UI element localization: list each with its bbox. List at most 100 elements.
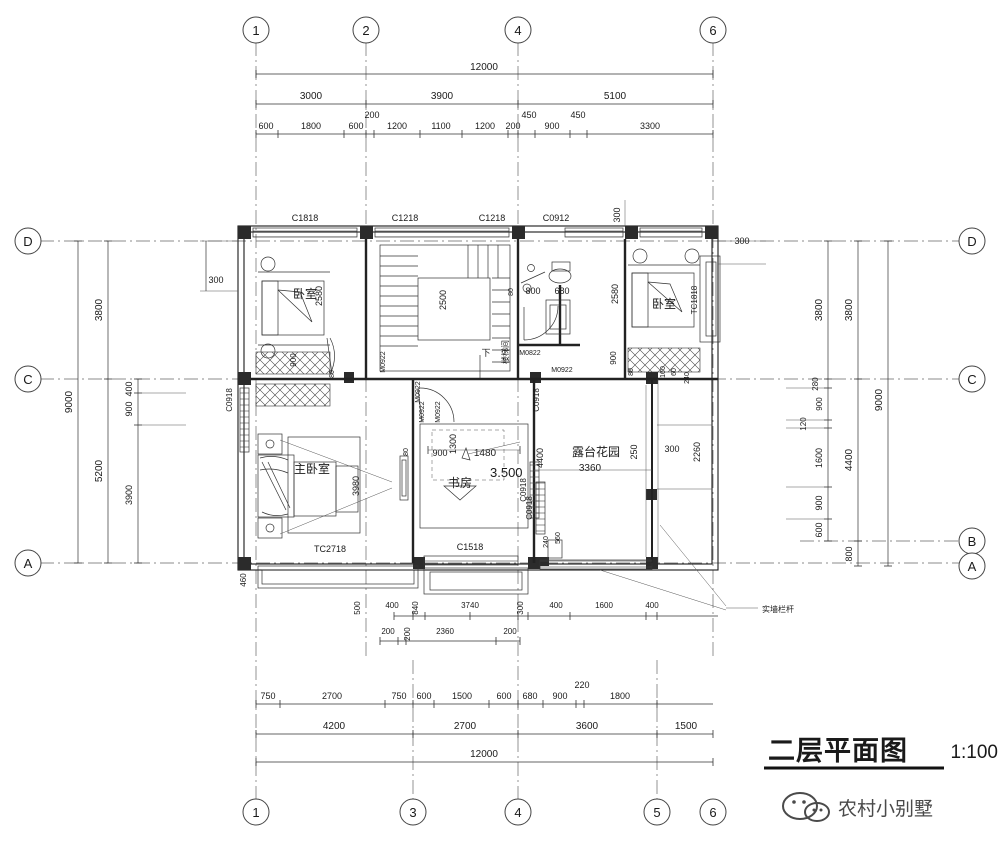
dim-bot-in2-2: 2360 xyxy=(436,627,454,636)
dim-4400-terrace: 4400 xyxy=(535,448,545,468)
room-label-terrace: 露台花园 xyxy=(572,444,620,459)
dim-top-minor-3: 200 xyxy=(364,110,379,120)
window-label-C0918-study: C0918 xyxy=(519,478,528,502)
bubble-top-4: 4 xyxy=(514,23,521,38)
dim-bot-minor-3: 600 xyxy=(416,691,431,701)
dim-top-minor-9: 900 xyxy=(544,121,559,131)
door-label-M0922-d: M0922 xyxy=(435,401,442,423)
dim-900-study: 900 xyxy=(432,448,447,458)
dim-right-minor-5: 900 xyxy=(814,495,824,510)
dim-right-major-2: 800 xyxy=(844,546,854,561)
dim-top-minor-11: 3300 xyxy=(640,121,660,131)
dim-bot-minor-4: 1500 xyxy=(452,691,472,701)
dim-bot-in2-0: 200 xyxy=(381,627,395,636)
dim-bot-in-7: 400 xyxy=(645,601,659,610)
dim-top-minor-7: 200 xyxy=(505,121,520,131)
dim-900-bedroom-tr: 900 xyxy=(609,351,618,365)
dim-250-terrace: 250 xyxy=(629,444,639,459)
room-dim-terrace: 3360 xyxy=(579,463,602,474)
dim-460: 460 xyxy=(239,573,248,587)
interior-small-dims: 300 300 300 xyxy=(200,200,766,292)
watermark-text: 农村小别墅 xyxy=(838,798,933,820)
drawing-title: 二层平面图 xyxy=(768,736,908,766)
corridor-label: 楼梯间 xyxy=(500,340,510,364)
dim-bot-in-2: 840 xyxy=(411,601,420,615)
dim-bot-in-3: 3740 xyxy=(461,601,479,610)
level-value: 3.500 xyxy=(490,465,523,480)
dim-800-bath: 800 xyxy=(525,286,540,296)
dim-bot-in2-3: 200 xyxy=(503,627,517,636)
room-label-bedroom-tr: 卧室 xyxy=(652,296,676,311)
room-label-bedroom-tl: 卧室 xyxy=(293,286,317,301)
room-bedroom-top-right: 卧室 2580 TC1818 900 80 xyxy=(609,248,721,376)
level-marker: 1300 3.500 M0922 M0922 M0922 xyxy=(419,355,573,501)
dim-bot-major-1: 2700 xyxy=(454,721,477,732)
dim-left-minor-1: 900 xyxy=(124,401,134,416)
dim-80-study: 80 xyxy=(403,448,410,456)
window-label-C0918-upper: C0918 xyxy=(532,388,541,412)
grid-bubbles-left: D C A xyxy=(14,227,42,577)
dim-1300: 1300 xyxy=(448,434,458,454)
stair: 2500 下 楼梯间 xyxy=(379,244,511,372)
windows-top: C1818 C1218 C1218 C0912 xyxy=(252,213,703,238)
bubble-right-D: D xyxy=(967,234,976,249)
dim-right-minor-0: 3800 xyxy=(814,298,825,321)
window-label-C1818: C1818 xyxy=(292,213,319,223)
dim-top-overall: 12000 xyxy=(470,62,498,73)
dim-left-minor-0: 400 xyxy=(124,381,134,396)
title-block: 二层平面图 1:100 xyxy=(764,736,998,770)
bubble-left-D: D xyxy=(23,234,32,249)
grid-bubbles-bottom: 1 3 4 5 6 xyxy=(242,798,727,826)
grid-bubbles-right: D C B A xyxy=(958,227,986,580)
dim-top-major-2: 5100 xyxy=(604,91,627,102)
room-master-bedroom: 主卧室 3980 TC2718 460 xyxy=(239,433,419,589)
dim-bot-in2-1: 200 xyxy=(403,627,412,641)
dim-900-bedroom-tl: 900 xyxy=(289,353,298,367)
window-label-TC2718: TC2718 xyxy=(314,544,346,554)
door-label-M0822: M0822 xyxy=(519,350,541,357)
room-dim-bedroom-tr: 2580 xyxy=(610,284,620,304)
bubble-left-A: A xyxy=(24,556,33,571)
bubble-bot-4: 4 xyxy=(514,805,521,820)
dim-right-minor-6: 600 xyxy=(814,522,824,537)
bubble-top-6: 6 xyxy=(709,23,716,38)
dim-bot-major-0: 4200 xyxy=(323,721,346,732)
bubble-right-B: B xyxy=(968,534,977,549)
grid-lines xyxy=(40,42,962,800)
drawing-scale: 1:100 xyxy=(950,742,998,763)
room-bathroom: 800 680 M0822 80 xyxy=(508,261,572,357)
dim-bot-minor-0: 750 xyxy=(260,691,275,701)
room-dim-bedroom-tl: 2580 xyxy=(314,286,324,306)
dim-right-overall: 9000 xyxy=(874,388,885,411)
right-dimension-chains: 9000 3800 4400 800 3800 280 900 120 1600… xyxy=(786,240,892,567)
dim-right-minor-3: 120 xyxy=(799,417,808,431)
dim-top-minor-6: 1200 xyxy=(475,121,495,131)
window-label-TC1818: TC1818 xyxy=(690,285,699,314)
window-label-C0912: C0912 xyxy=(543,213,570,223)
room-terrace-garden: 露台花园 3360 4400 C0918 C0918 250 300 2260 xyxy=(525,388,712,535)
dim-left-minor-2: 3900 xyxy=(124,485,134,505)
window-label-C1218-a: C1218 xyxy=(392,213,419,223)
dim-680-bath: 680 xyxy=(554,286,569,296)
window-label-C0918-terrace: C0918 xyxy=(525,496,534,520)
dim-240-b: 240 xyxy=(684,372,691,384)
dim-bot-overall: 12000 xyxy=(470,749,498,760)
dim-80-bath: 80 xyxy=(508,288,515,296)
dim-top-minor-0: 600 xyxy=(258,121,273,131)
dim-top-minor-2: 600 xyxy=(348,121,363,131)
dim-2500-stair: 2500 xyxy=(438,290,448,310)
dim-bot-in-4: 300 xyxy=(516,601,525,615)
dim-right-minor-1: 280 xyxy=(811,377,820,391)
window-label-C0918-left: C0918 xyxy=(225,388,234,412)
top-dimension-chains: 12000 3000 3900 5100 60 xyxy=(255,62,714,138)
room-label-master: 主卧室 xyxy=(294,461,330,476)
bubble-bot-5: 5 xyxy=(653,805,660,820)
dim-right-major-1: 4400 xyxy=(844,448,855,471)
dim-bot-major-3: 1500 xyxy=(675,721,698,732)
dim-bot-minor-5: 600 xyxy=(496,691,511,701)
dim-bot-minor-9: 1800 xyxy=(610,691,630,701)
window-label-C1218-b: C1218 xyxy=(479,213,506,223)
bottom-dimension-chains: 500 400 840 3740 300 400 1600 400 200 20… xyxy=(255,601,718,766)
dim-bot-in-0: 500 xyxy=(353,601,362,615)
